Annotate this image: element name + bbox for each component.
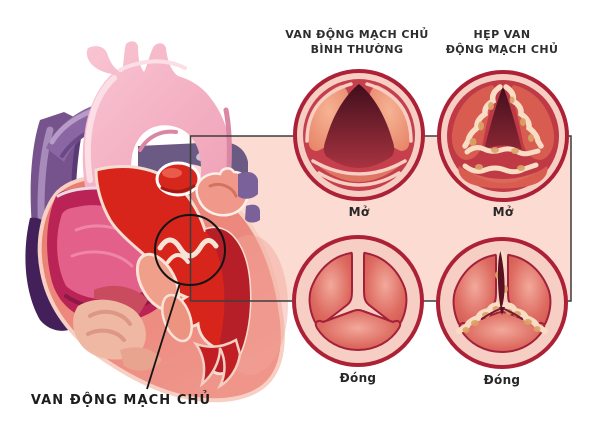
pulmonary-vein-blocks (238, 172, 260, 223)
heart-illustration (25, 41, 288, 403)
aortic-valve-callout-circle (154, 214, 226, 286)
heart-callout-label: VAN ĐỘNG MẠCH CHỦ (30, 393, 212, 408)
valve-normal-closed (292, 235, 424, 367)
state-label-normal-open: Mở (348, 205, 370, 219)
column-header-normal: VAN ĐỘNG MẠCH CHỦ BÌNH THƯỜNG (285, 27, 429, 57)
state-label-normal-closed: Đóng (339, 371, 377, 385)
valve-stenosis-closed (436, 237, 568, 369)
ventricle-trabeculae (73, 252, 193, 371)
column-header-normal-line1: VAN ĐỘNG MẠCH CHỦ (285, 28, 429, 41)
pulmonary-trunk-cut (155, 161, 201, 197)
column-header-stenosis-line1: HẸP VAN (473, 28, 531, 41)
callout-leader-line (146, 282, 181, 390)
state-label-stenosis-closed: Đóng (483, 373, 521, 387)
calcification-spots (469, 96, 534, 171)
column-header-stenosis: HẸP VAN ĐỘNG MẠCH CHỦ (446, 27, 559, 57)
valve-stenosis-open (437, 70, 569, 202)
column-header-normal-line2: BÌNH THƯỜNG (310, 43, 404, 56)
column-header-stenosis-line2: ĐỘNG MẠCH CHỦ (445, 43, 559, 56)
outflow-tract-shape (94, 164, 252, 390)
valve-normal-open (293, 69, 425, 201)
state-label-stenosis-open: Mở (492, 205, 514, 219)
